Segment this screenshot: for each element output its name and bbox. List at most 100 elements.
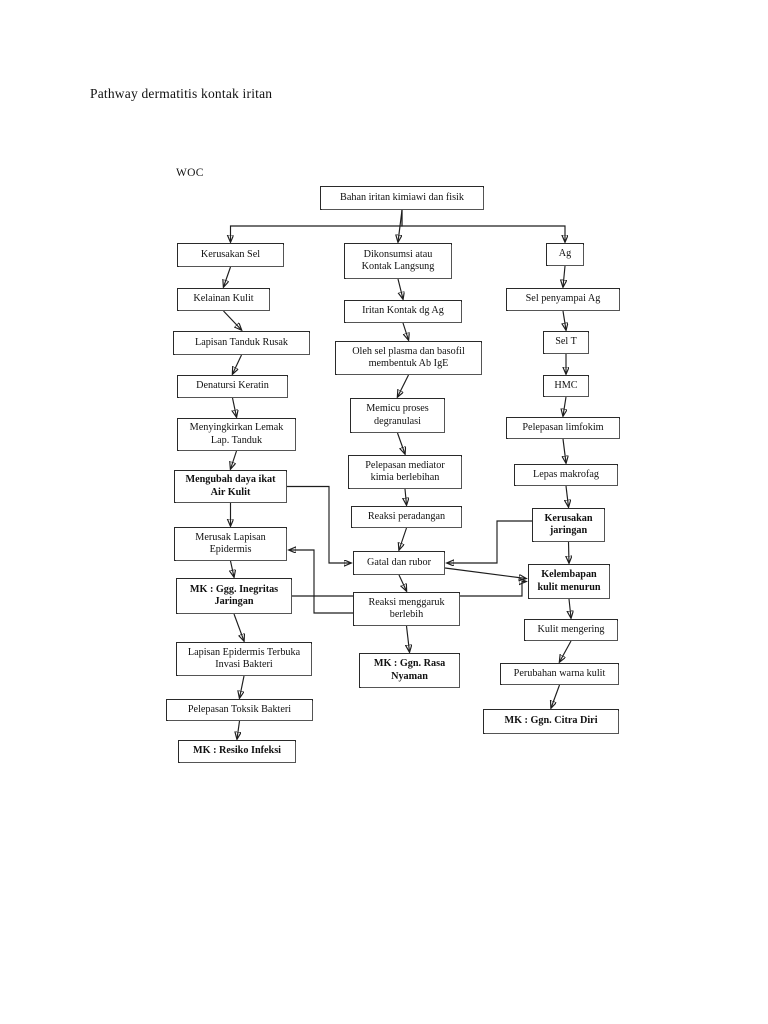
- flow-node-label: Perubahan warna kulit: [513, 667, 606, 679]
- flow-node-label: Pelepasan Toksik Bakteri: [187, 703, 292, 715]
- edge-n5-to-n6: [231, 450, 238, 469]
- flow-node-label: Reaksi menggaruk berlebih: [368, 596, 445, 620]
- edge-m7-to-m8: [398, 574, 407, 591]
- flow-node-r2: Sel penyampai Ag: [506, 288, 620, 311]
- flow-node-label: Kerusakan jaringan: [544, 512, 593, 536]
- flow-node-m9: MK : Ggn. Rasa Nyaman: [359, 653, 460, 688]
- page-title: Pathway dermatitis kontak iritan: [90, 86, 273, 101]
- flow-node-r8: Kelembapan kulit menurun: [528, 564, 610, 599]
- flow-node-label: MK : Ggn. Rasa Nyaman: [373, 658, 446, 682]
- edge-n1-to-n2: [224, 266, 232, 287]
- flow-node-n3: Lapisan Tanduk Rusak: [173, 331, 310, 355]
- edge-n0-to-n1: [231, 210, 403, 242]
- flow-node-label: Menyingkirkan Lemak Lap. Tanduk: [189, 422, 284, 446]
- edge-r6-to-r7: [566, 485, 569, 507]
- edge-n8-to-n9: [233, 613, 244, 641]
- flow-node-label: Kelembapan kulit menurun: [537, 569, 601, 593]
- edge-m8-to-m9: [407, 625, 410, 652]
- edge-r5-to-r6: [563, 438, 566, 463]
- edge-n4-to-n5: [233, 397, 237, 417]
- edge-m2-to-m3: [403, 322, 409, 340]
- edge-m3-to-m4: [398, 374, 410, 397]
- flow-node-label: Pelepasan limfokim: [522, 421, 604, 433]
- flow-node-m8: Reaksi menggaruk berlebih: [353, 592, 460, 626]
- flow-node-m2: Iritan Kontak dg Ag: [344, 300, 462, 323]
- flow-node-label: MK : Ggg. Inegritas Jaringan: [189, 583, 279, 607]
- edge-r2-to-r3: [563, 310, 566, 330]
- flow-node-n5: Menyingkirkan Lemak Lap. Tanduk: [177, 418, 296, 451]
- flow-node-label: Kelainan Kulit: [193, 293, 254, 305]
- flow-node-n0: Bahan iritan kimiawi dan fisik: [320, 186, 484, 210]
- flow-node-n4: Denatursi Keratin: [177, 375, 288, 398]
- flow-node-label: Sel penyampai Ag: [525, 293, 601, 305]
- flow-node-r11: MK : Ggn. Citra Diri: [483, 709, 619, 734]
- flow-node-label: Lapisan Tanduk Rusak: [194, 336, 289, 348]
- edge-n9-to-n10: [240, 675, 245, 698]
- edge-m1-to-m2: [398, 278, 403, 299]
- edge-r7-to-m7: [447, 520, 532, 563]
- flow-node-label: Merusak Lapisan Epidermis: [195, 531, 266, 555]
- flow-node-r3: Sel T: [543, 331, 589, 354]
- flow-node-label: Lapisan Epidermis Terbuka Invasi Bakteri: [187, 646, 301, 670]
- flow-node-r9: Kulit mengering: [524, 619, 618, 641]
- woc-label: WOC: [176, 167, 204, 179]
- flow-node-r1: Ag: [546, 243, 584, 266]
- flow-node-label: Gatal dan rubor: [367, 556, 431, 568]
- flow-node-n11: MK : Resiko Infeksi: [178, 740, 296, 763]
- flow-node-label: Kulit mengering: [537, 623, 605, 635]
- flow-node-n10: Pelepasan Toksik Bakteri: [166, 699, 313, 721]
- edge-r10-to-r11: [551, 684, 561, 708]
- flow-node-r4: HMC: [543, 375, 589, 397]
- flow-node-m6: Reaksi peradangan: [351, 506, 462, 528]
- edge-n6-to-m7: [287, 485, 351, 564]
- edge-r4-to-r5: [563, 396, 566, 416]
- flow-node-label: Iritan Kontak dg Ag: [362, 305, 444, 317]
- edge-m4-to-m5: [396, 432, 406, 454]
- edge-m8-to-n7: [289, 550, 353, 614]
- flow-node-label: Mengubah daya ikat Air Kulit: [185, 474, 276, 498]
- edge-n7-to-n8: [231, 560, 235, 577]
- flow-node-label: Memicu proses degranulasi: [366, 403, 429, 427]
- flow-node-label: Bahan iritan kimiawi dan fisik: [340, 191, 464, 203]
- flow-node-label: Oleh sel plasma dan basofil membentuk Ab…: [352, 345, 465, 369]
- flow-node-label: Ag: [558, 248, 572, 260]
- flow-node-m1: Dikonsumsi atau Kontak Langsung: [344, 243, 452, 279]
- edge-m6-to-m7: [399, 527, 408, 550]
- flow-node-r6: Lepas makrofag: [514, 464, 618, 486]
- edge-n10-to-n11: [237, 720, 240, 739]
- flow-node-m7: Gatal dan rubor: [353, 551, 445, 575]
- edge-m5-to-m6: [405, 488, 407, 505]
- flow-node-label: Dikonsumsi atau Kontak Langsung: [361, 248, 435, 272]
- flow-node-label: Denatursi Keratin: [196, 380, 269, 392]
- flow-node-n1: Kerusakan Sel: [177, 243, 284, 267]
- flow-node-label: Reaksi peradangan: [367, 510, 446, 522]
- edge-r8-to-r9: [569, 598, 571, 618]
- flow-node-n7: Merusak Lapisan Epidermis: [174, 527, 287, 561]
- edge-r7-to-r8: [569, 541, 570, 563]
- flow-node-label: Pelepasan mediator kimia berlebihan: [365, 459, 445, 483]
- flow-node-label: MK : Resiko Infeksi: [192, 745, 281, 757]
- flow-node-label: Lepas makrofag: [533, 468, 599, 480]
- flow-node-n2: Kelainan Kulit: [177, 288, 270, 311]
- edge-n0-to-r1: [401, 210, 565, 242]
- flow-node-m5: Pelepasan mediator kimia berlebihan: [348, 455, 462, 489]
- flow-node-r10: Perubahan warna kulit: [500, 663, 619, 685]
- flow-node-n8: MK : Ggg. Inegritas Jaringan: [176, 578, 292, 614]
- edge-n0-to-m1: [398, 209, 403, 242]
- flow-node-n6: Mengubah daya ikat Air Kulit: [174, 470, 287, 503]
- flow-node-m3: Oleh sel plasma dan basofil membentuk Ab…: [335, 341, 482, 375]
- edge-r9-to-r10: [560, 640, 572, 662]
- flow-node-label: HMC: [554, 379, 578, 391]
- flow-node-m4: Memicu proses degranulasi: [350, 398, 445, 433]
- edge-n2-to-n3: [223, 310, 242, 330]
- edge-m7-to-r8: [444, 567, 526, 579]
- flow-node-r7: Kerusakan jaringan: [532, 508, 605, 542]
- flow-node-label: MK : Ggn. Citra Diri: [504, 715, 598, 727]
- flow-node-label: Kerusakan Sel: [200, 248, 261, 260]
- flow-node-r5: Pelepasan limfokim: [506, 417, 620, 439]
- flow-node-n9: Lapisan Epidermis Terbuka Invasi Bakteri: [176, 642, 312, 676]
- edge-r1-to-r2: [563, 265, 565, 287]
